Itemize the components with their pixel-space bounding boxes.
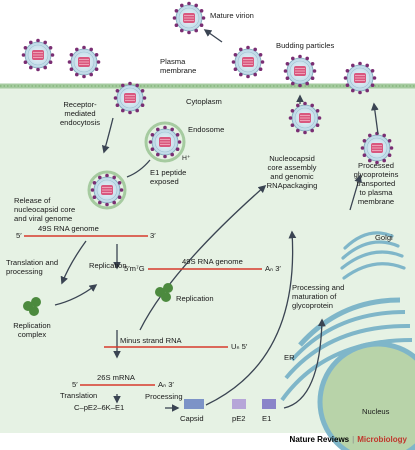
label-processed-gp-4: to plasma (360, 188, 394, 197)
label-nucleocapsid-4: RNApackaging (267, 181, 318, 190)
release-endosome (87, 170, 127, 210)
label-un5: Uₙ 5′ (231, 342, 248, 351)
label-5cap: 5′m⁷G (124, 264, 145, 273)
label-49s-left: 49S RNA genome (38, 224, 99, 233)
label-er: ER (284, 353, 295, 362)
label-nucleocapsid-2: core assembly (268, 163, 317, 172)
label-replication-complex-2: complex (18, 330, 46, 339)
label-polyprotein: C–pE2–6K–E1 (74, 403, 124, 412)
label-an3-mrna: Aₙ 3′ (158, 380, 174, 389)
golgi-apparatus (340, 231, 406, 280)
replication-complex-icon (23, 297, 41, 316)
label-hplus: H⁺ (182, 155, 191, 162)
virion-attached-1 (21, 38, 55, 72)
label-processing: Processing (145, 392, 183, 401)
label-release-2: nucleocapsid core (14, 205, 75, 214)
label-golgi: Golgi (375, 233, 393, 242)
arrow-capsid-to-assembly (205, 230, 297, 406)
label-receptor-3: endocytosis (60, 118, 100, 127)
label-pe2: pE2 (232, 414, 246, 423)
label-5prime-left: 5′ (16, 231, 22, 240)
label-5prime-mrna: 5′ (72, 380, 78, 389)
budding-particle-2 (283, 54, 317, 88)
label-receptor-2: mediated (64, 109, 95, 118)
label-e1-peptide-2: exposed (150, 177, 179, 186)
label-processing-maturation-2: maturation of (292, 292, 337, 301)
label-processed-gp-1: Processed (358, 161, 394, 170)
label-26s-mrna: 26S mRNA (97, 373, 136, 382)
credit-separator: | (352, 435, 355, 444)
endoplasmic-reticulum (280, 297, 413, 402)
label-release-1: Release of (14, 196, 51, 205)
label-translation-processing-1: Translation and (6, 258, 58, 267)
label-cytoplasm: Cytoplasm (186, 97, 222, 106)
label-processing-maturation-1: Processing and (292, 283, 344, 292)
endosome-membrane (144, 121, 186, 163)
label-plasma-1: Plasma (160, 57, 186, 66)
label-replication-top: Replication (89, 261, 127, 270)
label-replication-complex-1: Replication (13, 321, 51, 330)
arrow-glycoprotein-up (370, 102, 379, 135)
e1-box (262, 399, 276, 409)
arrow-to-nucleocapsid-assembly (139, 184, 267, 331)
nucleus (317, 341, 415, 450)
capsid-box (184, 399, 204, 409)
label-3prime-left: 3′ (150, 231, 156, 240)
label-processed-gp-2: glycoproteins (354, 170, 399, 179)
arrow-endocytosis (101, 117, 114, 154)
label-an3-right: Aₙ 3′ (265, 264, 281, 273)
label-minus-strand: Minus strand RNA (120, 336, 183, 345)
label-49s-right: 49S RNA genome (182, 257, 243, 266)
label-processing-maturation-3: glycoprotein (292, 301, 333, 310)
arrow-to-mature-virion (203, 29, 223, 43)
label-translation: Translation (60, 391, 97, 400)
arrow-e1-to-er (283, 318, 326, 409)
pe2-box (232, 399, 246, 409)
arrow-translation-processing (60, 240, 87, 285)
label-processed-gp-3: transported (357, 179, 395, 188)
virion-attached-2 (67, 45, 101, 79)
label-replication-right: Replication (176, 294, 214, 303)
arrow-golgi-to-vesicle (349, 174, 362, 211)
label-capsid: Capsid (180, 414, 204, 423)
journal-credit: Nature Reviews|Microbiology (290, 435, 407, 444)
label-release-3: and viral genome (14, 214, 72, 223)
label-nucleus: Nucleus (362, 407, 390, 416)
replication-complex-icon-2 (155, 283, 173, 302)
mature-virion (172, 1, 206, 35)
journal-name: Nature Reviews (289, 435, 350, 444)
label-e1: E1 (262, 414, 271, 423)
journal-section: Microbiology (357, 435, 407, 444)
label-e1-peptide-1: E1 peptide (150, 168, 186, 177)
label-receptor-1: Receptor- (63, 100, 97, 109)
label-processed-gp-5: membrane (358, 197, 394, 206)
budding-particle-1 (231, 45, 265, 79)
label-nucleocapsid-3: and genomic (270, 172, 314, 181)
label-mature-virion: Mature virion (210, 11, 254, 20)
label-budding-particles: Budding particles (276, 41, 334, 50)
label-nucleocapsid-1: Nucleocapsid (269, 154, 315, 163)
label-plasma-2: membrane (160, 66, 196, 75)
label-endosome: Endosome (188, 125, 224, 134)
label-translation-processing-2: processing (6, 267, 43, 276)
arrow-complex-to-replication (54, 284, 98, 306)
